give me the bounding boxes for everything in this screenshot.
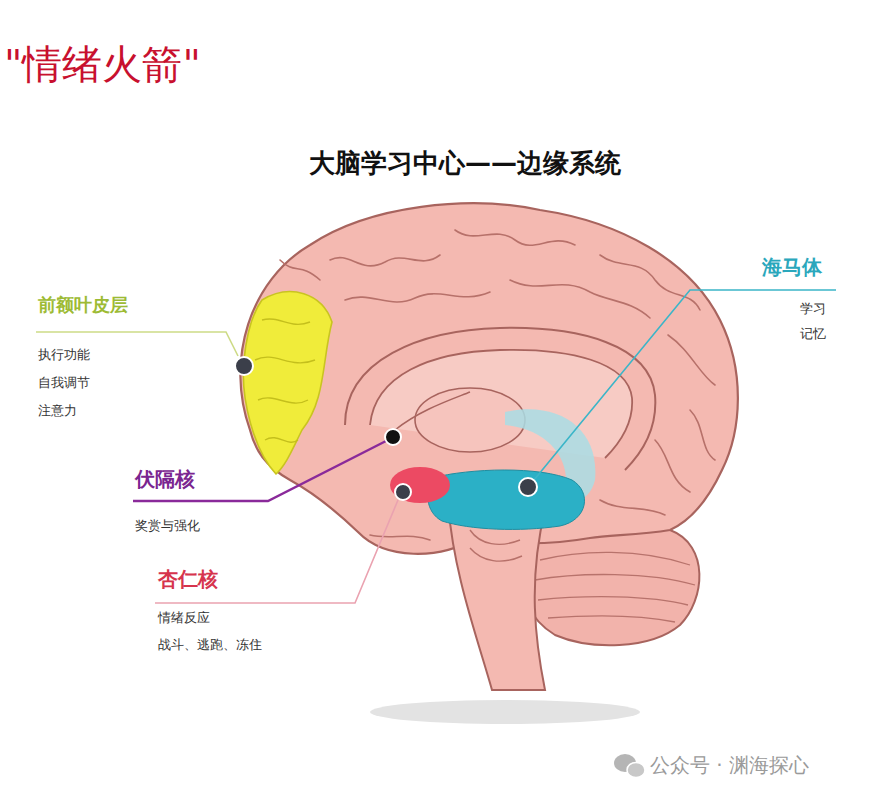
- callout-dot: [235, 357, 253, 375]
- ground-shadow: [370, 700, 640, 724]
- gyrus: [262, 319, 310, 324]
- part-name: 伏隔核: [135, 467, 195, 491]
- hippocampus: [428, 470, 585, 529]
- slide-title: "情绪火箭": [4, 40, 201, 88]
- part-name: 杏仁核: [158, 567, 218, 591]
- part-function: 自我调节: [38, 375, 90, 391]
- fornix: [395, 392, 470, 430]
- folia-line: [540, 552, 690, 565]
- gyrus: [455, 230, 575, 245]
- gyrus: [265, 438, 298, 443]
- part-name: 前额叶皮层: [38, 294, 128, 316]
- gyrus: [668, 335, 715, 385]
- gyrus: [258, 398, 308, 403]
- wechat-icon: [614, 754, 645, 778]
- leader-line: [155, 500, 398, 603]
- pons-line: [470, 530, 520, 544]
- part-function: 注意力: [38, 403, 77, 419]
- part-function: 执行功能: [38, 347, 90, 363]
- part-function: 学习: [800, 301, 826, 317]
- leader-line: [534, 290, 836, 480]
- folia-line: [535, 575, 695, 585]
- callout-dot: [385, 429, 401, 445]
- gyrus: [345, 292, 490, 302]
- part-function: 记忆: [800, 326, 826, 342]
- part-function: 奖赏与强化: [135, 518, 200, 534]
- diagram-title: 大脑学习中心——边缘系统: [309, 148, 621, 179]
- amygdala: [390, 467, 450, 503]
- gyrus: [370, 535, 430, 540]
- corpus-callosum-outer: [345, 328, 655, 470]
- cerebellum-folia: [535, 552, 695, 622]
- part-function: 情绪反应: [158, 610, 210, 626]
- gyrus: [600, 255, 700, 310]
- corpus-callosum: [370, 350, 632, 458]
- gyrus: [510, 280, 650, 318]
- gyrus: [600, 500, 665, 515]
- gyri: [280, 230, 715, 540]
- icon-bubble: [627, 763, 645, 778]
- prefrontal-gyri: [255, 319, 315, 442]
- watermark: 公众号 · 渊海探心: [650, 753, 809, 777]
- gyrus: [655, 440, 690, 492]
- gyrus: [690, 410, 715, 460]
- cerebrum: [240, 203, 738, 553]
- part-name: 海马体: [762, 255, 822, 279]
- pons-line: [470, 548, 522, 561]
- callout-dot: [395, 484, 411, 500]
- part-function: 战斗、逃跑、冻住: [158, 637, 262, 653]
- callout-dot: [519, 478, 537, 496]
- gyrus: [280, 260, 320, 280]
- leader-line: [133, 441, 386, 501]
- gyrus: [330, 255, 440, 266]
- folia-line: [538, 597, 688, 605]
- gyrus: [255, 357, 315, 363]
- prefrontal-cortex: [243, 292, 332, 474]
- folia-line: [548, 616, 675, 622]
